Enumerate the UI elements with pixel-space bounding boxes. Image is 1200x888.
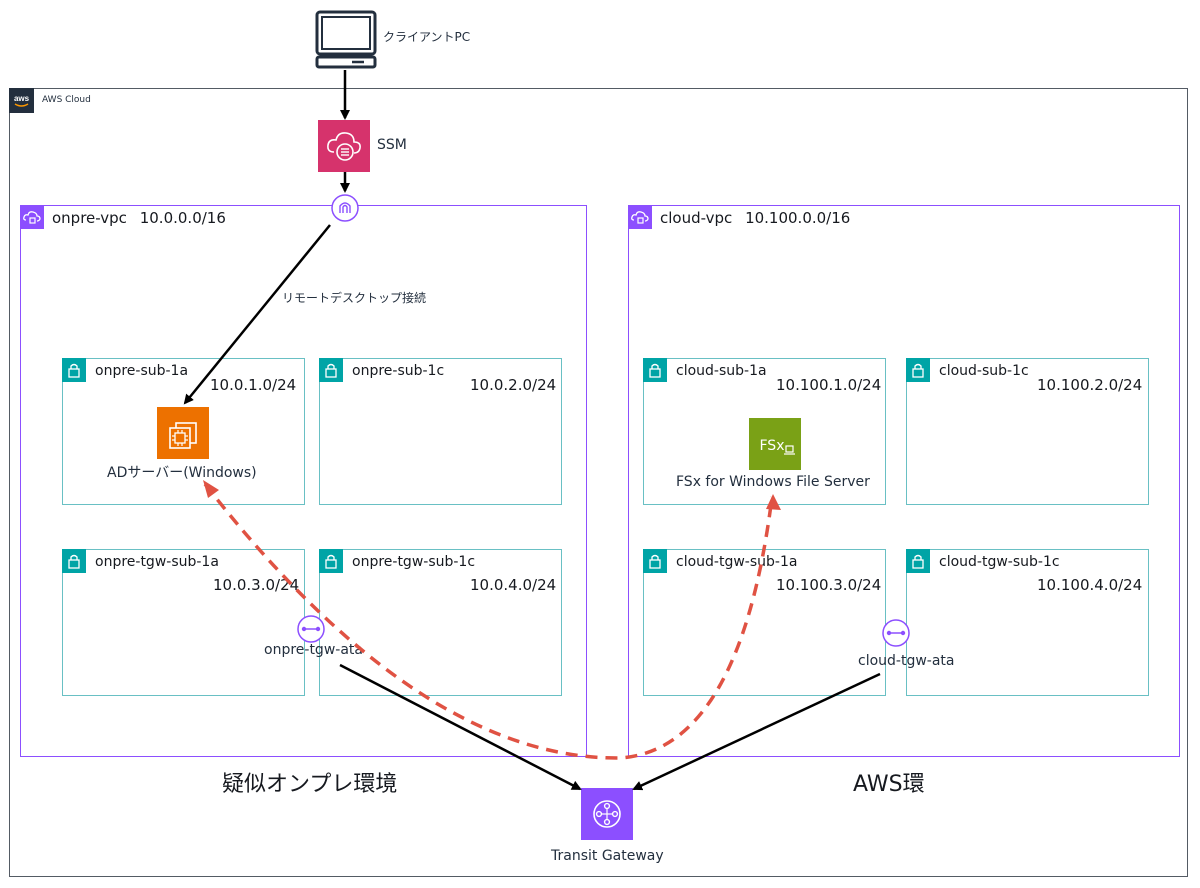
transit-gateway-icon xyxy=(581,788,633,840)
subnet-onpre-sub-1a xyxy=(62,358,305,505)
subnet-name: cloud-sub-1c xyxy=(939,363,1029,379)
transit-gateway-label: Transit Gateway xyxy=(551,848,664,864)
subnet-name: onpre-tgw-sub-1a xyxy=(95,554,219,570)
subnet-name: onpre-sub-1c xyxy=(352,363,445,379)
subnet-onpre-tgw-sub-1a xyxy=(62,549,305,696)
subnet-cidr: 10.0.1.0/24 xyxy=(210,376,297,394)
aws-cloud-label: AWS Cloud xyxy=(42,95,91,105)
lock-icon xyxy=(906,549,930,573)
svg-text:aws: aws xyxy=(14,94,30,103)
cloud-vpc-name: cloud-vpc xyxy=(660,209,733,227)
fsx-icon: FSx xyxy=(749,418,801,470)
ssm-label: SSM xyxy=(377,137,407,153)
ec2-icon xyxy=(157,407,209,459)
subnet-name: onpre-tgw-sub-1c xyxy=(352,554,476,570)
lock-icon xyxy=(906,358,930,382)
subnet-name: cloud-tgw-sub-1a xyxy=(676,554,798,570)
cloud-vpc-cidr: 10.100.0.0/16 xyxy=(745,209,851,227)
subnet-cidr: 10.100.1.0/24 xyxy=(776,376,882,394)
subnet-cloud-tgw-sub-1a xyxy=(643,549,886,696)
subnet-name: onpre-sub-1a xyxy=(95,363,189,379)
aws-logo-icon: aws xyxy=(9,88,34,113)
onpre-attachment-label: onpre-tgw-ata xyxy=(264,642,363,658)
vpc-icon xyxy=(628,205,652,229)
fsx-label: FSx for Windows File Server xyxy=(676,474,870,490)
onpre-vpc-cidr: 10.0.0.0/16 xyxy=(139,209,226,227)
onpre-env-label: 疑似オンプレ環境 xyxy=(222,772,398,797)
lock-icon xyxy=(643,358,667,382)
cloud-attachment-label: cloud-tgw-ata xyxy=(858,653,955,669)
subnet-cloud-tgw-sub-1c xyxy=(906,549,1149,696)
vpc-endpoint-icon xyxy=(330,193,360,223)
tgw-attachment-icon xyxy=(881,618,911,648)
cloud-vpc-group xyxy=(628,205,1180,757)
vpc-icon xyxy=(20,205,44,229)
fsx-icon-text: FSx xyxy=(760,438,785,454)
subnet-cidr: 10.100.3.0/24 xyxy=(776,576,882,594)
subnet-cidr: 10.100.4.0/24 xyxy=(1037,576,1143,594)
lock-icon xyxy=(643,549,667,573)
lock-icon xyxy=(319,549,343,573)
client-pc-label: クライアントPC xyxy=(383,30,471,44)
subnet-cidr: 10.0.3.0/24 xyxy=(213,576,300,594)
lock-icon xyxy=(62,358,86,382)
rdp-label: リモートデスクトップ接続 xyxy=(282,291,427,305)
aws-env-label: AWS環 xyxy=(853,772,925,797)
aws-cloud-group xyxy=(9,88,1188,877)
onpre-vpc-name: onpre-vpc xyxy=(52,209,127,227)
subnet-cidr: 10.100.2.0/24 xyxy=(1037,376,1143,394)
subnet-cloud-sub-1c xyxy=(906,358,1149,505)
onpre-vpc-title: onpre-vpc 10.0.0.0/16 xyxy=(52,209,226,227)
desktop-icon xyxy=(314,10,378,70)
subnet-name: cloud-sub-1a xyxy=(676,363,767,379)
lock-icon xyxy=(319,358,343,382)
cloud-vpc-title: cloud-vpc 10.100.0.0/16 xyxy=(660,209,850,227)
subnet-cidr: 10.0.2.0/24 xyxy=(470,376,557,394)
tgw-attachment-icon xyxy=(296,614,326,644)
subnet-onpre-tgw-sub-1c xyxy=(319,549,562,696)
lock-icon xyxy=(62,549,86,573)
subnet-cidr: 10.0.4.0/24 xyxy=(470,576,557,594)
ad-server-label: ADサーバー(Windows) xyxy=(107,465,257,481)
ssm-icon xyxy=(318,120,370,172)
subnet-name: cloud-tgw-sub-1c xyxy=(939,554,1060,570)
